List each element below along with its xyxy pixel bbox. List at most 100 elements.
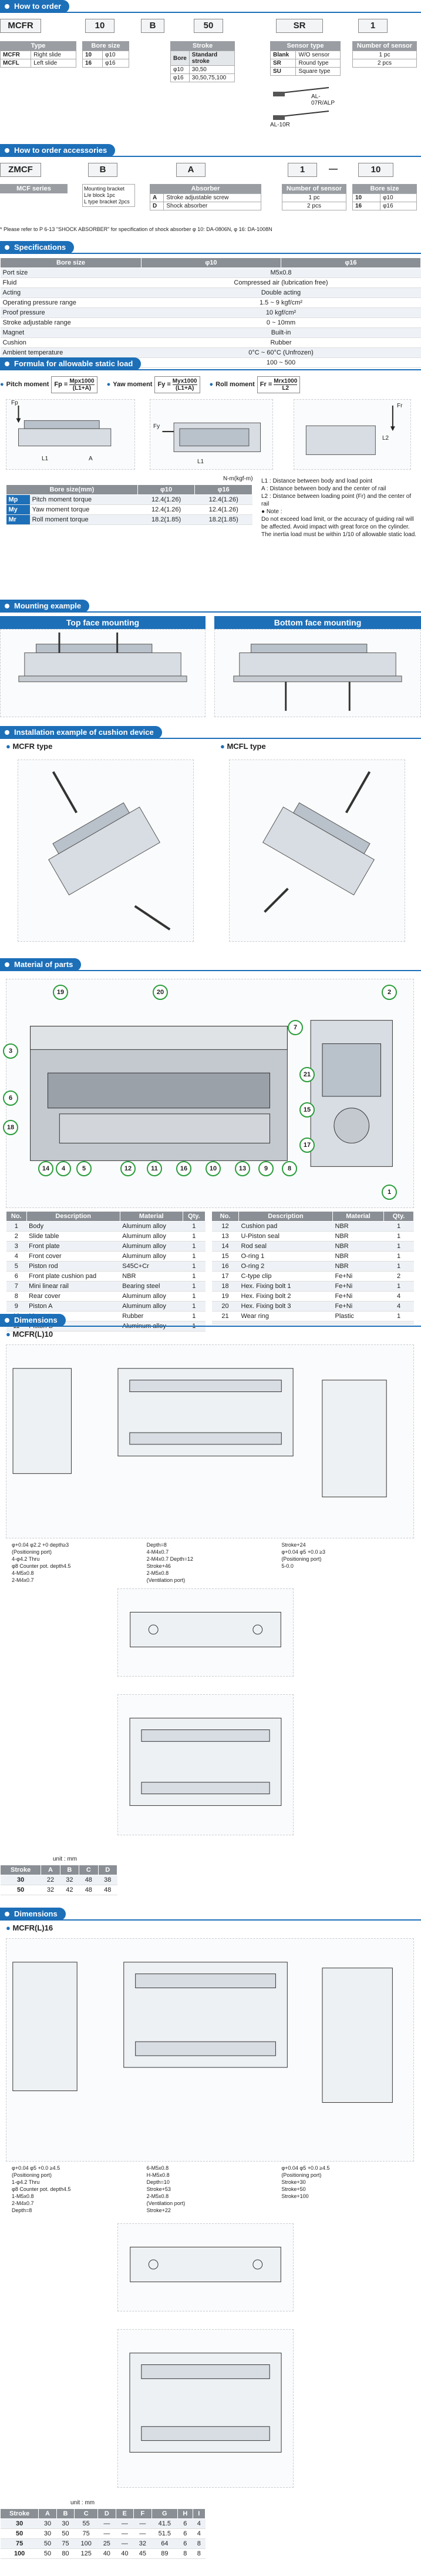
moment-symbol: Mp [6,494,30,505]
material-cell: NBR [332,1251,384,1262]
dim-note: 4-M4x0.7 [146,1549,169,1555]
spec-param: Ambient temperature [0,347,142,358]
dim-note: 6-M5x0.8 [146,2165,169,2171]
dim-head-cell: A [41,1865,60,1875]
spec-param: Magnet [0,327,142,338]
acc-code-1: ZMCF [0,163,41,177]
material-head-cell: Material [332,1211,385,1222]
material-cell: C-type clip [238,1271,333,1282]
dim-cell: 100 [0,2548,39,2559]
moment-cell: 18.2(1.85) [137,514,195,525]
dim-cell: — [133,2518,152,2529]
dim-cell: 4 [193,2528,206,2539]
material-cell: NBR [332,1261,384,1272]
spec-head-cell: Bore size [0,257,142,268]
formula-row: ● Pitch moment Fp = Mpx1000 (L1+A) ● Yaw… [0,373,421,396]
material-cell: Cushion pad [238,1221,333,1232]
dim16-drawing-top [6,1938,414,2162]
material-cell: 12 [211,1221,239,1232]
spec-value: Built-in [141,327,421,338]
dim-cell: 64 [151,2538,178,2549]
absorber-label: Stroke adjustable screw [163,193,261,202]
yaw-formula: ● Yaw moment Fy = Myx1000 (L1+A) [107,376,200,393]
dim-cell: 50 [38,2548,57,2559]
top-mount-drawing [0,629,206,717]
dim-note: φ+0.04 φ5 +0.0 ≥4.5 [12,2165,60,2171]
dim-note: 4-φ4.2 Thru [12,1556,40,1562]
material-cell: Front plate cushion pad [26,1271,120,1282]
material-cell: 1 [183,1281,206,1292]
dim-cell: 8 [193,2548,206,2559]
material-head-cell: Description [26,1211,120,1222]
dim-cell: 80 [56,2548,75,2559]
dim-cell: 51.5 [151,2528,178,2539]
material-cell: 1 [183,1301,206,1312]
material-cell: S45C+Cr [120,1261,183,1272]
material-banner: Material of parts [0,958,421,971]
dim-note: (Ventilation port) [146,2200,186,2206]
moment-symbol: Mr [6,514,30,525]
dim-head-cell: F [133,2508,152,2519]
moment-cell: 12.4(1.26) [194,494,252,505]
order-code-4: 50 [194,19,223,33]
dim-cell: 48 [79,1885,99,1895]
dim-note: 2-M5x0.8 [146,1570,169,1576]
moment-cell: Yaw moment torque [29,504,138,515]
how-to-order-acc-banner: How to order accessories [0,144,421,157]
dim-note: Stroke+46 [146,1563,171,1569]
callout-7: 7 [288,1020,303,1035]
roll-diagram: Fr L2 [294,399,411,470]
dim-note: φ+0.04 φ5 +0.0 ≥3 [281,1549,325,1555]
material-cell: 4 [6,1251,27,1262]
callout-8: 8 [282,1161,297,1176]
acc-dash: — [329,164,338,174]
material-cell: 7 [6,1281,27,1292]
material-cell: Rear cover [26,1291,120,1302]
dim-cell: 30 [38,2528,57,2539]
material-cell: 17 [211,1271,239,1282]
dim10-drawing-side [117,1588,294,1677]
dimensions-banner-1: Dimensions [0,1314,421,1327]
dim-head-cell: C [79,1865,99,1875]
dim-note: Stroke+30 [281,2179,306,2185]
dim-note: 4-M5x0.8 [12,1570,34,1576]
material-cell [211,1321,239,1324]
stroke-std: 30,50 [188,65,235,74]
material-cell: NBR [120,1271,183,1282]
material-cell: Aluminum alloy [120,1241,183,1252]
spec-param: Port size [0,267,142,278]
dim-cell: 50 [38,2538,57,2549]
material-cell: Aluminum alloy [120,1221,183,1232]
dim-note: 2-M4x0.7 [12,1577,34,1583]
acc-code-5: 10 [358,163,393,177]
dim-note: 1-M5x0.8 [12,2193,34,2199]
roll-formula: ● Roll moment Fr = Mrx1000 L2 [210,376,301,393]
material-cell: Bearing steel [120,1281,183,1292]
spec-value: 0°C ~ 60°C (Unfrozen) [141,347,421,358]
dim10-notes: φ+0.04 φ2.2 +0 depth≥3(Positioning port)… [12,1541,411,1584]
spec-head-cell: φ16 [280,257,421,268]
material-cell: 1 [183,1261,206,1272]
spec-param: Proof pressure [0,307,142,318]
dim-head-cell: B [59,1865,80,1875]
dim-cell: 40 [97,2548,116,2559]
dim-note: Depth=10 [146,2179,170,2185]
material-cell: 5 [6,1261,27,1272]
